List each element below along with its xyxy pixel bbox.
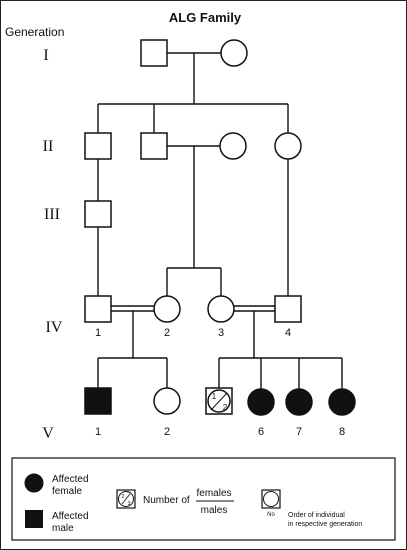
legend-affected-male-line2: male xyxy=(52,523,74,534)
iv-1-number: 1 xyxy=(95,327,101,339)
legend-box xyxy=(11,457,396,541)
legend-number-of: Number of xyxy=(143,495,190,506)
generation-i: I xyxy=(43,47,48,64)
gen5-count-slash xyxy=(210,392,228,411)
legend-males: males xyxy=(201,505,228,516)
legend-count-denominator: 3 xyxy=(128,501,131,507)
gen4-male-1 xyxy=(84,295,112,323)
gen4-female-2 xyxy=(153,295,181,323)
gen1-male xyxy=(140,39,168,67)
legend-count-numerator: 2 xyxy=(122,494,125,500)
legend-affected-female-icon xyxy=(24,473,44,493)
v-2-number: 2 xyxy=(164,426,170,438)
v-8-number: 8 xyxy=(339,426,345,438)
gen2-female-4 xyxy=(274,132,302,160)
legend-affected-female-line2: female xyxy=(52,486,82,497)
generation-iii: III xyxy=(44,206,60,223)
generation-iv: IV xyxy=(46,319,63,336)
legend-count-slash xyxy=(121,493,131,505)
legend-affected-male-line1: Affected xyxy=(52,511,89,522)
gen4-female-3 xyxy=(207,295,235,323)
gen2-spouse-female xyxy=(219,132,247,160)
iv-2-number: 2 xyxy=(164,327,170,339)
legend-females: females xyxy=(196,488,231,499)
legend-order-line1: Order of individual xyxy=(288,512,345,519)
gen4-male-4 xyxy=(274,295,302,323)
gen5-affected-female-8 xyxy=(328,388,356,416)
legend-order-no: No xyxy=(267,512,275,518)
gen3-male xyxy=(84,200,112,228)
legend-order-circle-icon xyxy=(263,491,279,507)
iv-4-number: 4 xyxy=(285,327,291,339)
chart-title: ALG Family xyxy=(169,10,242,25)
gen5-affected-female-6 xyxy=(247,388,275,416)
v-6-number: 6 xyxy=(258,426,264,438)
gen5-affected-male-1 xyxy=(84,387,112,415)
generation-ii: II xyxy=(43,138,54,155)
gen2-male-1 xyxy=(84,132,112,160)
gen5-count-denominator: 2 xyxy=(223,403,228,412)
gen5-affected-female-7 xyxy=(285,388,313,416)
generation-v: V xyxy=(42,425,54,442)
gen2-male-2 xyxy=(140,132,168,160)
generation-label: Generation xyxy=(5,25,64,39)
gen1-female xyxy=(220,39,248,67)
v-1-number: 1 xyxy=(95,426,101,438)
legend-order-line2: in respective generation xyxy=(288,521,362,528)
gen5-count-numerator: 1 xyxy=(212,392,217,401)
iv-3-number: 3 xyxy=(218,327,224,339)
v-7-number: 7 xyxy=(296,426,302,438)
legend-affected-female-line1: Affected xyxy=(52,474,89,485)
legend-affected-male-icon xyxy=(25,510,43,528)
gen5-female-2 xyxy=(153,387,181,415)
